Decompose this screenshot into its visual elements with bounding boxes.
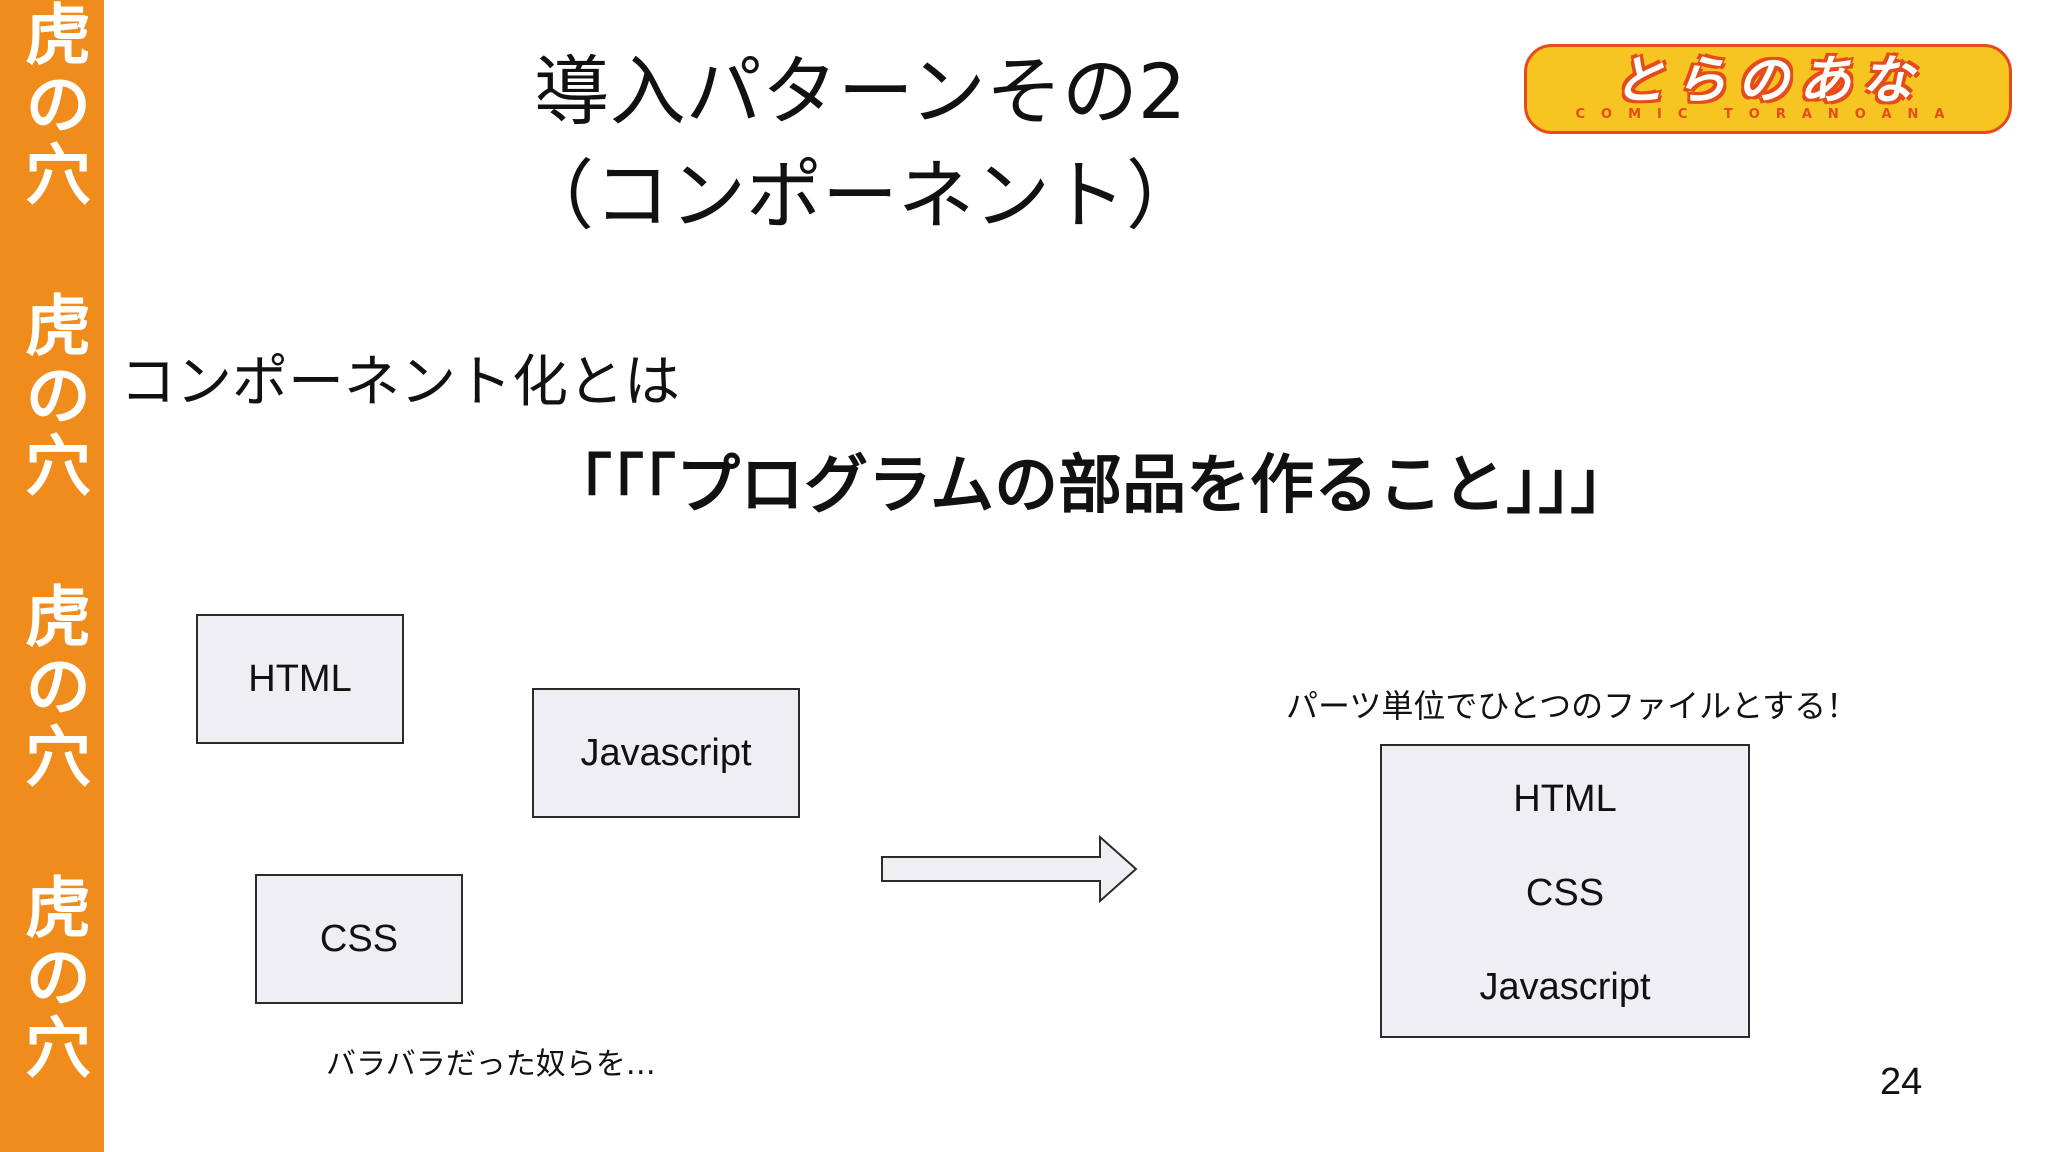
page-number: 24 (1880, 1061, 1923, 1103)
slide-title: 導入パターンその2 （コンポーネント） (360, 40, 1360, 248)
slide-title-line1: 導入パターンその2 (533, 47, 1187, 136)
right-arrow-icon (881, 834, 1138, 904)
css-box-label: CSS (319, 917, 399, 960)
css-box: CSS (255, 874, 463, 1004)
toranoana-logo: とらのあな COMIC TORANOANA (1524, 44, 2012, 134)
javascript-box-label: Javascript (580, 731, 752, 774)
logo-subtext: COMIC TORANOANA (1575, 107, 1961, 122)
javascript-box: Javascript (532, 688, 800, 818)
html-box-label: HTML (248, 657, 352, 700)
right-caption: パーツ単位でひとつのファイルとする！ (1286, 687, 1859, 725)
combined-css-label: CSS (1525, 872, 1605, 914)
combined-component-box: HTML CSS Javascript (1380, 744, 1750, 1038)
definition-text: 「「「プログラムの部品を作ること」」」 (548, 449, 1635, 523)
slide-title-line2: （コンポーネント） (518, 151, 1202, 240)
html-box: HTML (196, 614, 404, 744)
left-caption: バラバラだった奴らを… (326, 1047, 656, 1082)
logo-wordmark: とらのあな (1612, 51, 1923, 111)
combined-javascript-label: Javascript (1479, 966, 1651, 1008)
combined-html-label: HTML (1513, 778, 1617, 820)
left-decorative-band: 虎の穴 虎の穴 虎の穴 虎の穴 虎の穴 虎の穴 (0, 0, 104, 1152)
section-subtitle: コンポーネント化とは (120, 350, 680, 415)
left-band-text: 虎の穴 虎の穴 虎の穴 虎の穴 虎の穴 虎の穴 (14, 0, 91, 1152)
